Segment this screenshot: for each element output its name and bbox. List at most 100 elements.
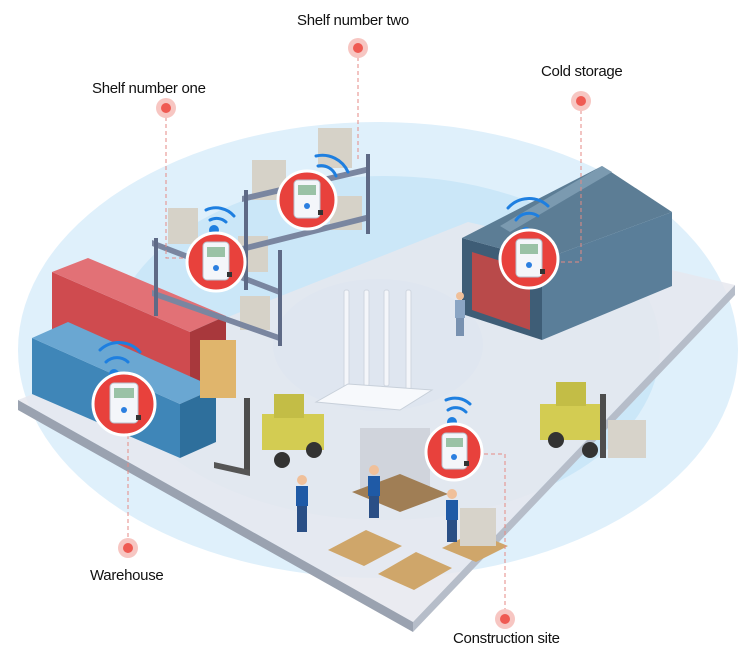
worker-head — [456, 292, 464, 300]
wifi-arc — [208, 216, 228, 224]
shelf-one-post — [278, 250, 282, 346]
forklift-cab — [556, 382, 586, 406]
label-shelf-one: Shelf number one — [92, 80, 206, 97]
worker-head — [369, 465, 379, 475]
shelf-one-post — [154, 238, 158, 316]
red-container-top — [52, 258, 226, 332]
callout-line-cold-storage — [560, 103, 582, 263]
forklift-wheel — [306, 442, 322, 458]
worker — [455, 292, 465, 336]
label-cold-storage: Cold storage — [541, 63, 623, 80]
sensor-port — [540, 269, 545, 274]
markers — [118, 38, 591, 629]
wifi-router — [314, 289, 434, 411]
sensor-badge-shelf-one — [185, 231, 247, 293]
worker-body — [455, 300, 465, 318]
marker-dot — [500, 614, 510, 624]
cargo-box — [460, 508, 496, 546]
forklift-cab — [274, 394, 304, 418]
forklift-left — [214, 394, 324, 476]
pallets — [328, 428, 508, 590]
sensor-badges — [91, 169, 560, 482]
marker-shelf-two — [348, 38, 368, 58]
wifi-arc — [444, 396, 472, 406]
forklift-mast — [600, 394, 606, 458]
forklift-wheel — [548, 432, 564, 448]
worker-body — [296, 486, 308, 506]
sensor-badge-shelf-two — [276, 169, 338, 231]
sensor-screen — [114, 388, 134, 398]
wifi-arc — [104, 356, 130, 364]
sensor-button — [304, 203, 310, 209]
marker-dot — [161, 103, 171, 113]
yellow-crates — [200, 340, 236, 398]
marker-cold-storage — [571, 91, 591, 111]
router-antenna — [383, 289, 390, 387]
building-roof-ridge — [500, 166, 612, 232]
sensor-screen — [298, 185, 316, 195]
worker — [296, 475, 308, 532]
platform-edge-left — [18, 400, 413, 632]
router-antenna — [405, 289, 412, 391]
forklift-body — [540, 404, 602, 440]
wifi-arc — [446, 406, 468, 414]
marker-dot — [576, 96, 586, 106]
sensor-screen — [207, 247, 225, 257]
sensor-button — [121, 407, 127, 413]
forklift-wheel — [274, 452, 290, 468]
sensor-badge-cold-storage — [498, 228, 560, 290]
sensor-badge-construction-site — [424, 422, 484, 482]
marker-construction-site — [495, 609, 515, 629]
shelf-one-box — [168, 208, 198, 244]
marker-warehouse — [118, 538, 138, 558]
marker-shelf-one — [156, 98, 176, 118]
label-construction-site: Construction site — [453, 630, 560, 647]
router-base — [314, 383, 434, 411]
worker-legs — [369, 496, 379, 518]
forklift-wheel — [582, 442, 598, 458]
label-shelf-two: Shelf number two — [297, 12, 409, 29]
forklift-mast — [244, 398, 250, 470]
wifi-arc — [204, 206, 236, 218]
shelf-two-level — [242, 214, 370, 252]
worker-body — [446, 500, 458, 520]
marker-dot — [353, 43, 363, 53]
wifi-arc — [514, 211, 540, 222]
blue-container-top — [32, 322, 216, 404]
sensor-button — [213, 265, 219, 271]
blue-container-end — [180, 388, 216, 458]
sensor-port — [136, 415, 141, 420]
router-antenna — [343, 289, 350, 391]
sensor-port — [464, 461, 469, 466]
worker — [368, 465, 380, 518]
pallet — [378, 552, 452, 590]
wifi-arc — [506, 197, 550, 210]
worker-legs — [447, 520, 457, 542]
sensor-port — [318, 210, 323, 215]
forklift-right — [540, 382, 646, 458]
sensor-screen — [520, 244, 538, 254]
worker-head — [447, 489, 457, 499]
sensor-screen — [446, 438, 463, 447]
worker-head — [297, 475, 307, 485]
shelf-two-post — [244, 190, 248, 290]
sensor-badge-warehouse — [91, 371, 157, 437]
worker-legs — [297, 506, 307, 532]
shelf-two-post — [366, 154, 370, 234]
pallet — [328, 530, 402, 566]
sensor-button — [451, 454, 457, 460]
worker-body — [368, 476, 380, 496]
forklift-load — [608, 420, 646, 458]
workers — [296, 292, 465, 542]
shelf-one-level — [152, 290, 282, 342]
sensor-port — [227, 272, 232, 277]
sensor-button — [526, 262, 532, 268]
wifi-arc — [314, 153, 350, 174]
worker-legs — [456, 318, 464, 336]
shelf-two-box — [318, 128, 352, 168]
worker — [446, 489, 458, 542]
forklift-forks — [214, 462, 250, 476]
label-warehouse: Warehouse — [90, 567, 164, 584]
router-antenna — [363, 289, 370, 387]
marker-dot — [123, 543, 133, 553]
